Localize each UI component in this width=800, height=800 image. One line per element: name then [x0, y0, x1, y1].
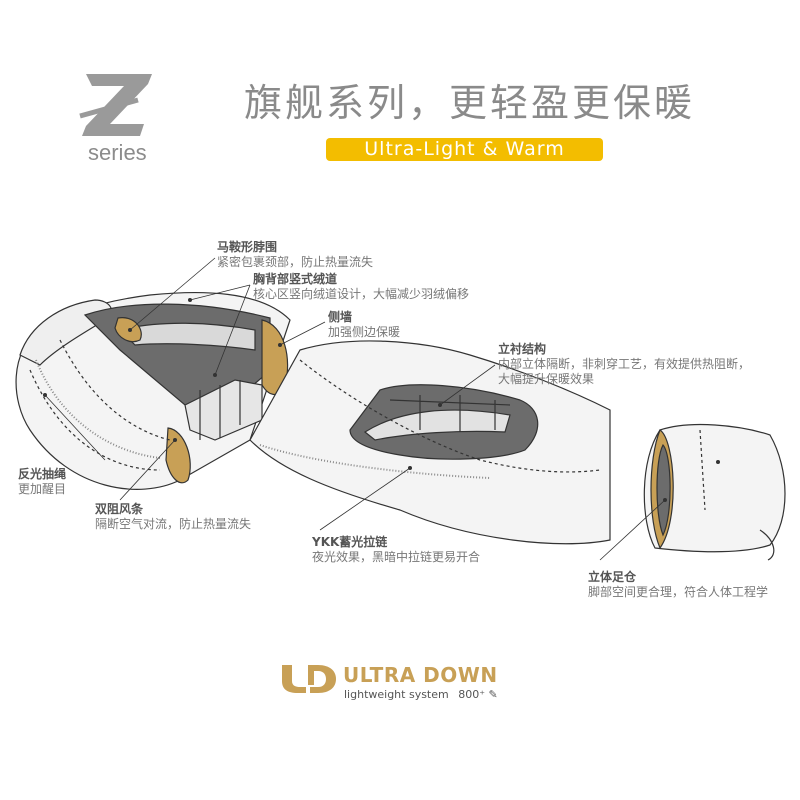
annotation-title: 反光抽绳 [18, 467, 67, 481]
annotation-title: 立体足仓 [588, 570, 637, 584]
annotation-desc: 紧密包裹颈部，防止热量流失 [217, 255, 374, 269]
annotation-footbox: 立体足仓 脚部空间更合理，符合人体工程学 [588, 568, 768, 600]
annotation-title: 胸背部竖式绒道 [253, 272, 338, 286]
z-logo [79, 74, 152, 136]
annotation-desc: 内部立体隔断，非刺穿工艺，有效提供热阻断， [498, 357, 751, 371]
annotation-chest: 胸背部竖式绒道 核心区竖向绒道设计，大幅减少羽绒偏移 [253, 270, 469, 302]
annotation-desc: 夜光效果，黑暗中拉链更易开合 [312, 550, 481, 564]
brand-subtitle: lightweight system 800⁺ ✎ [344, 688, 498, 701]
brand-name: ULTRA DOWN [343, 663, 498, 687]
annotation-collar: 马鞍形脖围 紧密包裹颈部，防止热量流失 [217, 238, 373, 270]
annotation-title: 侧墙 [328, 310, 353, 324]
annotation-desc: 隔断空气对流，防止热量流失 [95, 517, 252, 531]
annotation-cord: 反光抽绳 更加醒目 [18, 465, 66, 497]
annotation-desc: 大幅提升保暖效果 [498, 372, 595, 386]
ultra-down-logo-icon [282, 665, 336, 693]
headline: 旗舰系列，更轻盈更保暖 [244, 81, 696, 125]
annotation-baffle: 立衬结构 内部立体隔断，非刺穿工艺，有效提供热阻断， 大幅提升保暖效果 [498, 340, 750, 387]
down-feather-icon: ✎ [488, 688, 498, 701]
annotation-title: YKK蓄光拉链 [312, 535, 388, 549]
annotation-desc: 核心区竖向绒道设计，大幅减少羽绒偏移 [253, 287, 470, 301]
fill-power-badge: 800⁺ [458, 688, 486, 701]
brand-sub-text: lightweight system [344, 688, 449, 701]
tagline-pill: Ultra-Light & Warm [326, 138, 603, 161]
annotation-desc: 更加醒目 [18, 482, 67, 496]
annotation-desc: 加强侧边保暖 [328, 325, 401, 339]
annotation-zipper: YKK蓄光拉链 夜光效果，黑暗中拉链更易开合 [312, 533, 480, 565]
series-label: series [88, 140, 147, 165]
annotation-draft-tube: 双阻风条 隔断空气对流，防止热量流失 [95, 500, 251, 532]
annotation-title: 双阻风条 [95, 502, 144, 516]
annotation-title: 立衬结构 [498, 342, 547, 356]
annotation-desc: 脚部空间更合理，符合人体工程学 [588, 585, 769, 599]
annotation-sidewall: 侧墙 加强侧边保暖 [328, 308, 400, 340]
annotation-title: 马鞍形脖围 [217, 240, 278, 254]
